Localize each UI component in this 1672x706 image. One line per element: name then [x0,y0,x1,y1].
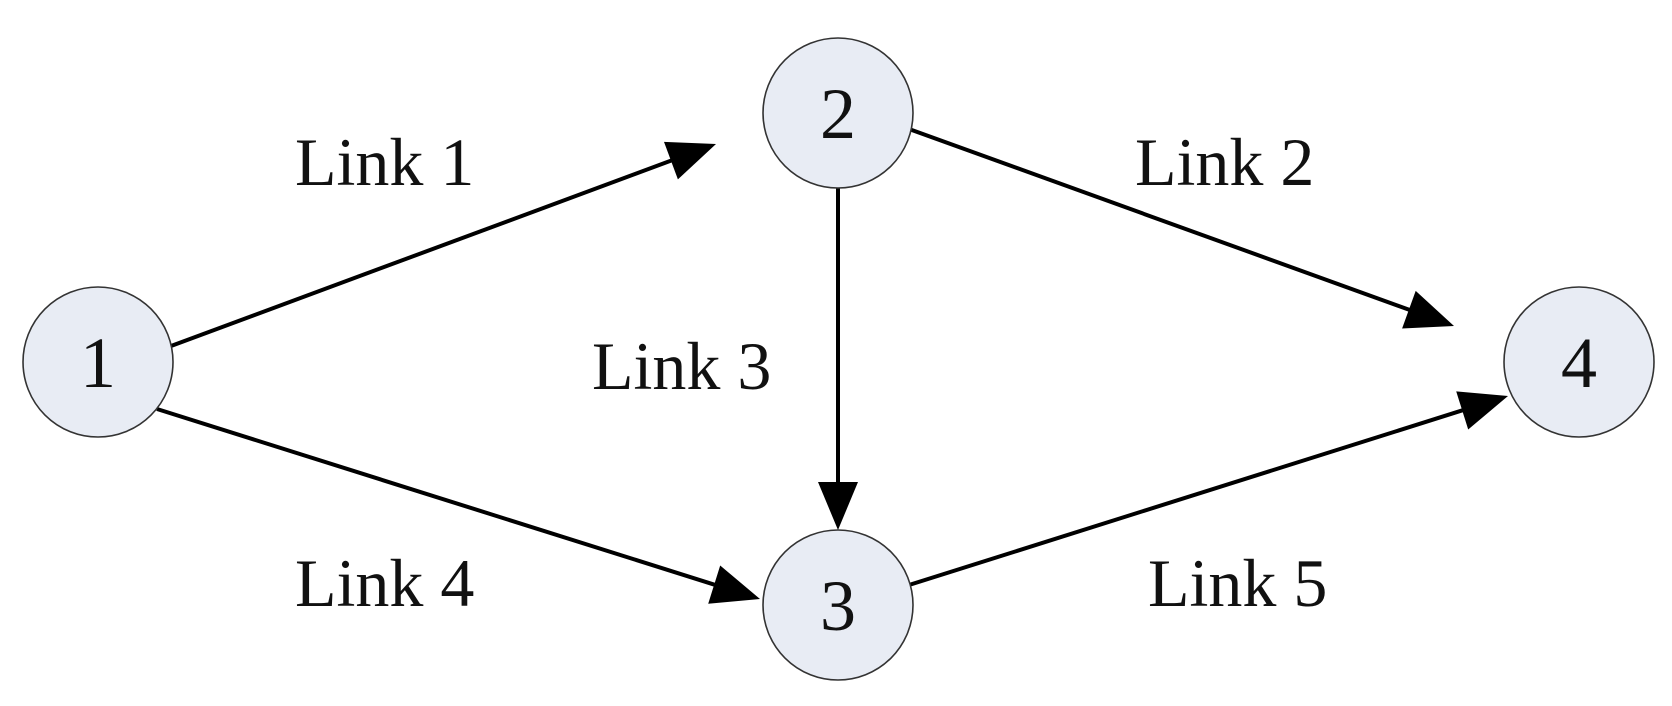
node-2: 2 [762,37,914,189]
node-4: 4 [1503,286,1655,438]
edge-link-4 [156,407,719,588]
edge-label-link-3: Link 3 [592,328,771,404]
arrowhead-link-3-icon [818,482,858,530]
node-2-circle [762,37,914,189]
edge-label-link-4: Link 4 [295,545,474,621]
node-3: 3 [762,529,914,681]
edge-link-5 [908,407,1467,587]
node-3-label: 3 [820,566,856,646]
node-4-circle [1503,286,1655,438]
edge-label-link-1: Link 1 [295,124,474,200]
node-2-label: 2 [820,74,856,154]
arrowhead-link-5-icon [1456,391,1508,430]
edge-label-link-2: Link 2 [1135,124,1314,200]
arrowhead-link-1-icon [664,141,716,180]
edge-link-1 [170,157,676,348]
node-1-circle [22,286,174,438]
node-1-label: 1 [80,323,116,403]
edge-label-link-5: Link 5 [1148,545,1327,621]
node-1: 1 [22,286,174,438]
arrowhead-link-4-icon [708,565,760,604]
node-4-label: 4 [1561,323,1597,403]
arrowhead-link-2-icon [1402,290,1454,329]
node-3-circle [762,529,914,681]
edge-link-2 [908,127,1414,313]
